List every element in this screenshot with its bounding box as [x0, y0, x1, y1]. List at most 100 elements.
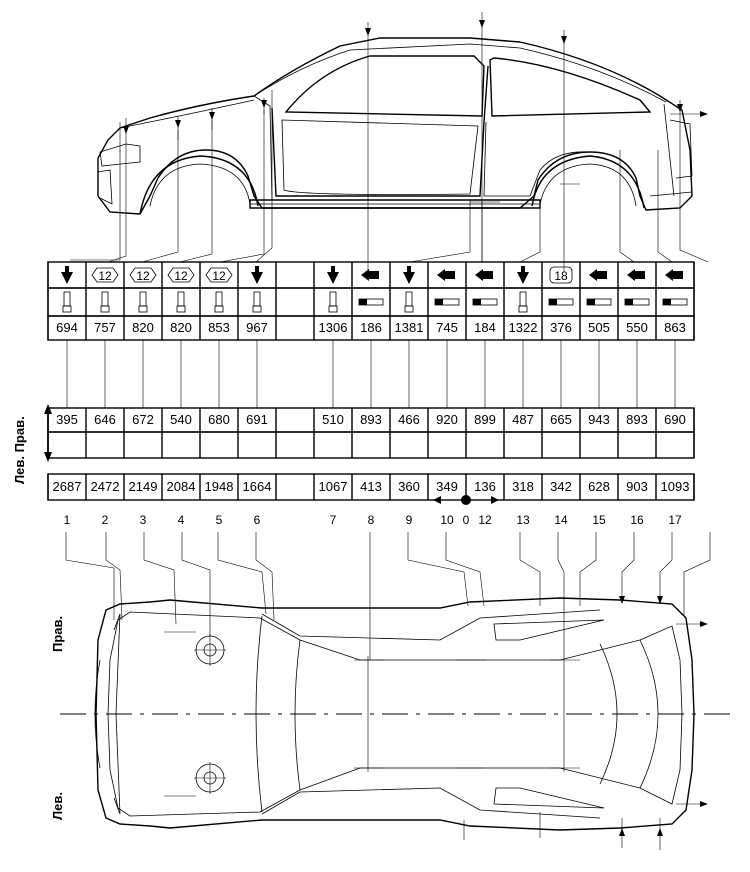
cell-vertical: 1381	[395, 320, 424, 335]
cell-length: 628	[588, 479, 610, 494]
front-end	[113, 613, 121, 815]
point-number: 16	[630, 513, 644, 527]
bar-icon	[624, 298, 650, 306]
origin-label: 0	[463, 513, 470, 527]
rear-bumper	[649, 191, 693, 197]
post-icon	[328, 291, 338, 313]
bar-icon	[358, 298, 384, 306]
cell-width: 487	[512, 412, 534, 427]
point-number: 6	[254, 513, 261, 527]
cell-length: 2084	[167, 479, 196, 494]
cell-width: 540	[170, 412, 192, 427]
car-side-outline	[97, 37, 693, 215]
point-number: 8	[368, 513, 375, 527]
right-sill	[261, 609, 601, 641]
badge-label: 18	[554, 269, 568, 283]
cell-width: 646	[94, 412, 116, 427]
cell-width: 395	[56, 412, 78, 427]
right-window	[493, 619, 605, 641]
arrow-left-icon	[589, 269, 607, 281]
cell-width: 510	[322, 412, 344, 427]
cell-vertical: 745	[436, 320, 458, 335]
arrow-down-icon	[403, 266, 415, 284]
strut-tops	[194, 634, 226, 794]
badge-label: 12	[174, 269, 188, 283]
cell-width: 466	[398, 412, 420, 427]
point-number: 10	[440, 513, 454, 527]
cell-length: 318	[512, 479, 534, 494]
rear-door-window	[489, 57, 652, 117]
cell-vertical: 505	[588, 320, 610, 335]
right-side-label: Прав.	[50, 616, 65, 652]
tailgate-line	[663, 103, 675, 197]
bar-icon	[472, 298, 498, 306]
arrow-left-icon	[361, 269, 379, 281]
cell-width: 893	[360, 412, 382, 427]
post-icon	[62, 291, 72, 313]
rear-wheel-arch	[531, 155, 645, 209]
point-number: 4	[178, 513, 185, 527]
left-side-label: Лев.	[50, 792, 65, 820]
cell-length: 2472	[91, 479, 120, 494]
point-number: 5	[216, 513, 223, 527]
badge-label: 12	[212, 269, 226, 283]
hex-12-icon: 12	[91, 267, 119, 283]
arrow-down-icon	[61, 266, 73, 284]
front-door-window	[284, 55, 485, 117]
table-row	[47, 431, 695, 459]
cell-width: 893	[626, 412, 648, 427]
badge-label: 12	[136, 269, 150, 283]
arrow-down-icon	[517, 266, 529, 284]
cell-width: 691	[246, 412, 268, 427]
rear-door	[483, 121, 591, 197]
point-number: 3	[140, 513, 147, 527]
arrow-left-icon	[475, 269, 493, 281]
point-number: 12	[478, 513, 492, 527]
point-number: 7	[330, 513, 337, 527]
cell-length: 903	[626, 479, 648, 494]
arrow-left-icon	[665, 269, 683, 281]
cell-vertical: 1322	[509, 320, 538, 335]
post-icon	[404, 291, 414, 313]
cell-width: 665	[550, 412, 572, 427]
cell-length: 349	[436, 479, 458, 494]
top-leaders	[65, 532, 711, 660]
bar-icon	[586, 298, 612, 306]
point-number: 13	[516, 513, 530, 527]
post-icon	[138, 291, 148, 313]
cell-length: 1093	[661, 479, 690, 494]
cell-width: 690	[664, 412, 686, 427]
cell-length: 2687	[53, 479, 82, 494]
rear-lamp	[669, 119, 693, 179]
point-number: 2	[102, 513, 109, 527]
post-icon	[176, 291, 186, 313]
cell-width: 899	[474, 412, 496, 427]
side-measure-arrows	[123, 20, 708, 134]
bar-icon	[434, 298, 460, 306]
arrow-left-icon	[437, 269, 455, 281]
cell-width: 920	[436, 412, 458, 427]
point-number: 9	[406, 513, 413, 527]
cell-length: 1067	[319, 479, 348, 494]
hex-12-icon: 12	[205, 267, 233, 283]
cell-vertical: 820	[170, 320, 192, 335]
cell-vertical: 550	[626, 320, 648, 335]
post-icon	[252, 291, 262, 313]
cell-width: 943	[588, 412, 610, 427]
side-leaders	[70, 110, 709, 263]
left-sill	[261, 787, 601, 819]
cell-length: 342	[550, 479, 572, 494]
arrow-down-icon	[251, 266, 263, 284]
hex-12-icon: 12	[129, 267, 157, 283]
cell-length: 360	[398, 479, 420, 494]
post-icon	[100, 291, 110, 313]
front-wheel-arch	[139, 155, 259, 215]
top-measure-lines	[164, 623, 706, 850]
arrow-left-icon	[627, 269, 645, 281]
cell-vertical: 863	[664, 320, 686, 335]
a-pillar	[253, 95, 273, 201]
post-icon	[518, 291, 528, 313]
top-measure-arrows	[619, 596, 708, 836]
